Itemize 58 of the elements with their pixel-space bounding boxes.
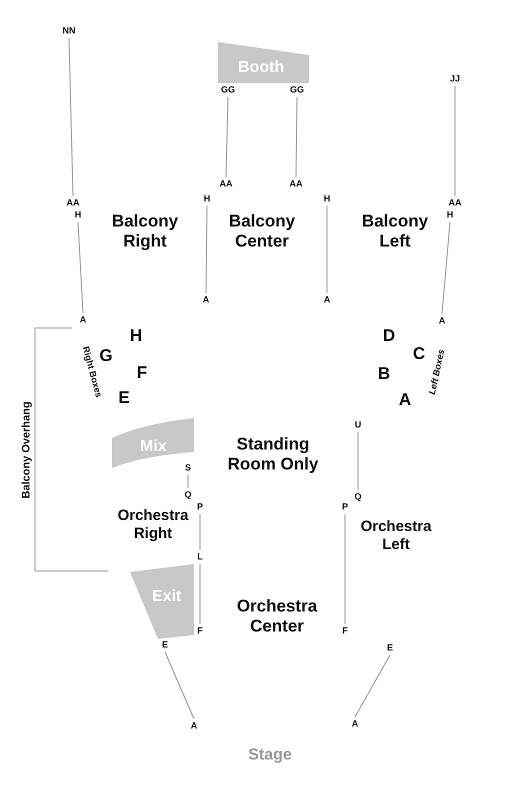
row-range-line (344, 514, 346, 624)
box-letter: B (376, 364, 392, 384)
row-label: NN (62, 26, 76, 36)
box-letter: G (98, 346, 114, 366)
row-label: P (197, 502, 203, 512)
row-label: F (342, 626, 348, 636)
row-label: F (197, 626, 203, 636)
section-label: Balcony Right (110, 212, 180, 252)
row-label: A (80, 314, 86, 326)
box-letter: A (398, 390, 412, 410)
row-label: U (354, 420, 362, 430)
row-label: L (197, 552, 203, 562)
row-label: A (324, 294, 330, 306)
section-label: Orchestra Right (116, 507, 190, 543)
row-range-line (206, 206, 208, 294)
row-range-line (68, 38, 74, 196)
box-letter: E (117, 388, 131, 408)
box-letter: C (412, 344, 426, 364)
row-label: E (387, 642, 393, 654)
row-label: JJ (450, 74, 460, 84)
row-label: AA (220, 178, 232, 190)
row-range-line (454, 86, 456, 196)
row-label: A (202, 294, 210, 306)
row-range-line (296, 96, 298, 178)
area-label: Left Boxes (426, 347, 448, 398)
row-label: H (446, 210, 454, 220)
row-label: GG (221, 84, 235, 96)
section-label: Balcony Left (360, 212, 430, 252)
row-label: GG (290, 84, 304, 96)
box-letter: H (128, 326, 144, 346)
row-range-line (164, 652, 194, 720)
section-label: Orchestra Center (236, 596, 318, 638)
box-letter: D (382, 326, 396, 346)
area-label: Balcony Overhang (20, 400, 34, 501)
row-label: Q (184, 490, 192, 500)
row-range-line (442, 222, 450, 314)
row-label: H (74, 210, 82, 220)
box-letter: F (136, 362, 148, 384)
row-label: A (352, 718, 358, 730)
row-label: A (438, 316, 446, 326)
row-label: AA (448, 198, 462, 208)
row-range-line (78, 222, 84, 314)
row-label: AA (290, 178, 302, 190)
section-label: Orchestra Left (360, 518, 432, 554)
row-label: AA (66, 198, 80, 208)
row-range-line (326, 206, 328, 294)
row-label: E (162, 640, 168, 650)
row-label: S (185, 462, 191, 474)
stage-label: Stage (247, 745, 293, 765)
row-label: A (190, 720, 198, 732)
row-label: Q (354, 492, 362, 502)
section-label: Standing Room Only (226, 434, 320, 476)
row-label: H (324, 194, 330, 204)
row-label: H (204, 194, 210, 204)
row-label: P (342, 502, 348, 512)
row-range-line (226, 96, 228, 178)
section-label: Balcony Center (228, 212, 296, 252)
row-range-line (354, 654, 390, 718)
